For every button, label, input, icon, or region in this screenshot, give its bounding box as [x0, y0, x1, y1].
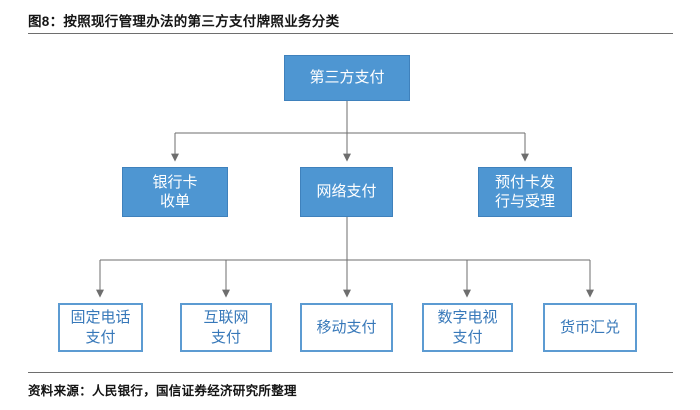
node-internet-payment: 互联网 支付	[180, 303, 272, 352]
node-network-payment: 网络支付	[300, 167, 393, 217]
footer-separator-line	[28, 372, 673, 373]
title-separator-line	[28, 33, 673, 34]
node-third-party-payment: 第三方支付	[284, 55, 410, 101]
figure-title: 图8：按照现行管理办法的第三方支付牌照业务分类	[28, 14, 340, 29]
node-bankcard-acquiring: 银行卡 收单	[122, 167, 228, 217]
source-note: 资料来源：人民银行，国信证券经济研究所整理	[28, 384, 297, 398]
node-currency-exchange: 货币汇兑	[543, 303, 637, 352]
node-fixed-phone-payment: 固定电话 支付	[58, 303, 143, 352]
node-digital-tv-payment: 数字电视 支付	[422, 303, 513, 352]
node-mobile-payment: 移动支付	[300, 303, 393, 352]
node-prepaid-card-issuing: 预付卡发 行与受理	[478, 167, 572, 217]
